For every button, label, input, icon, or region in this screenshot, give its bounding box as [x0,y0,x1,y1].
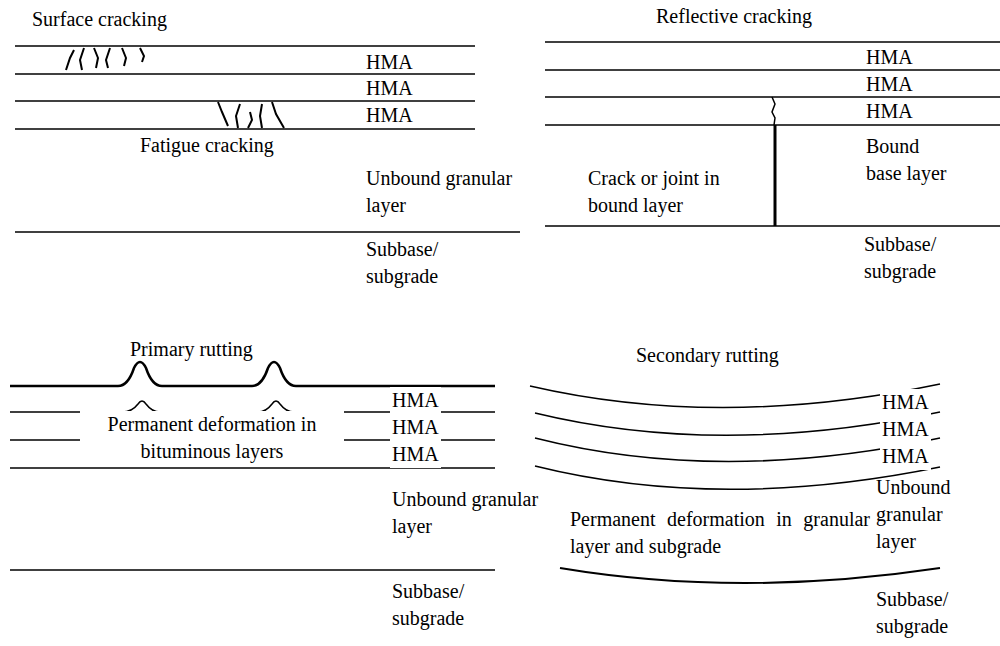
panel-title: Primary rutting [130,336,253,363]
distress-label: Fatigue cracking [140,132,274,159]
layer-label: Unbound granular layer [366,165,536,219]
layer-label: Unbound granular layer [392,486,562,540]
layer-label: HMA [866,44,913,71]
layer-label: Bound base layer [866,133,956,187]
layer-label: Subbase/ subgrade [392,578,492,632]
layer-label: HMA [366,102,413,129]
layer-label: HMA [366,75,413,102]
layer-label: HMA [390,441,441,468]
distress-label: Crack or joint in bound layer [588,165,766,219]
layer-label: HMA [880,389,931,416]
layer-label: Unbound granular layer [876,474,986,555]
layer-label: Subbase/ subgrade [876,586,986,640]
layer-label: HMA [390,414,441,441]
layer-label: HMA [866,98,913,125]
distress-label: Permanent deformation in bituminous laye… [80,411,344,465]
layer-label: Subbase/ subgrade [864,231,974,285]
distress-label: Permanent deformation in granular layer … [570,506,870,560]
layer-label: HMA [880,443,931,470]
layer-label: HMA [866,71,913,98]
layer-label: HMA [880,416,931,443]
panel-title: Reflective cracking [656,3,812,30]
layer-label: HMA [390,387,441,414]
panel-title: Surface cracking [32,6,167,33]
layer-label: HMA [366,49,413,76]
layer-label: Subbase/ subgrade [366,236,466,290]
panel-title: Secondary rutting [636,342,779,369]
